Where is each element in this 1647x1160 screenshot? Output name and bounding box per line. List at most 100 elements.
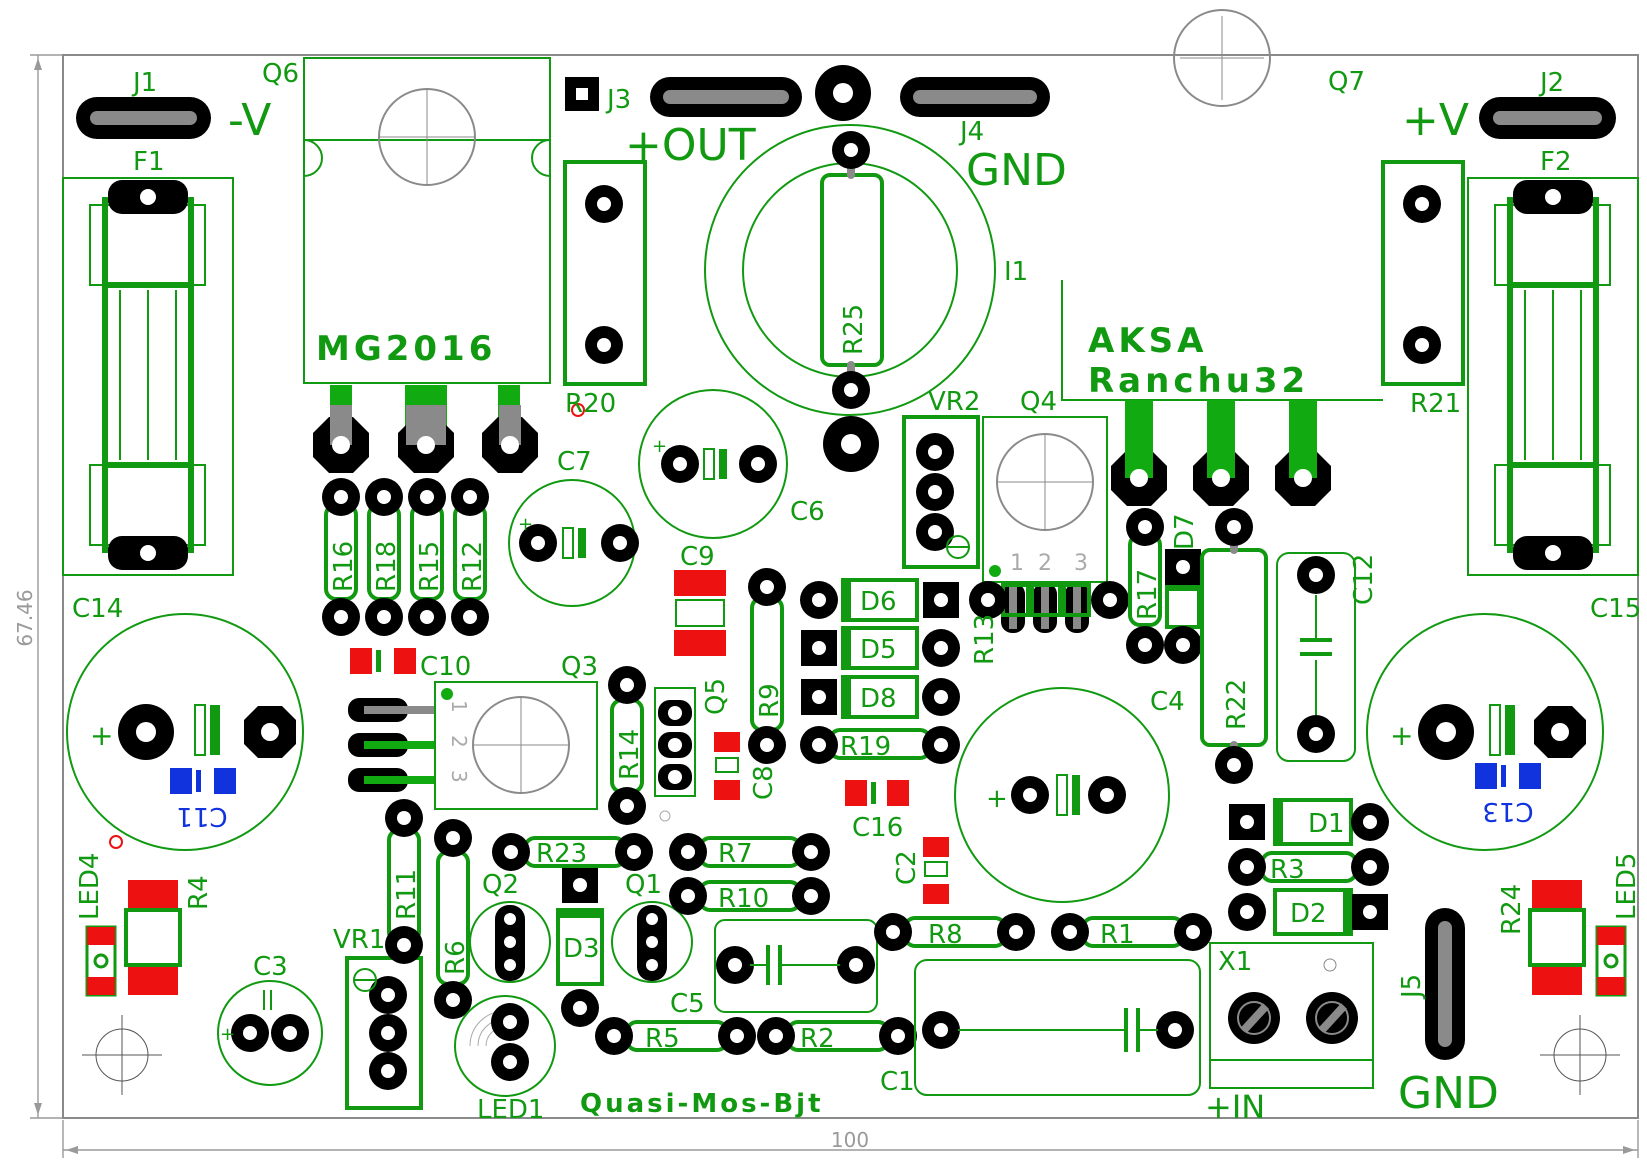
height-dimension-label: 67.46 bbox=[13, 589, 37, 646]
ref-vr2: VR2 bbox=[928, 387, 980, 417]
net-gnd-top: GND bbox=[966, 145, 1067, 196]
ref-r9: R9 bbox=[755, 683, 785, 718]
ref-c12: C12 bbox=[1349, 554, 1379, 605]
ref-j2: J2 bbox=[1538, 68, 1564, 98]
ref-d5: D5 bbox=[860, 635, 897, 665]
ref-c13: C13 bbox=[1482, 796, 1533, 826]
ref-d1: D1 bbox=[1308, 809, 1345, 839]
ref-q2: Q2 bbox=[482, 870, 519, 900]
connector-j1[interactable]: J1 -V bbox=[76, 68, 271, 146]
resistor-r23: R23 bbox=[492, 833, 653, 871]
board-footer: Quasi-Mos-Bjt bbox=[580, 1089, 824, 1119]
capacitor-c15: + C15 bbox=[1366, 594, 1641, 851]
diode-d3: D3 bbox=[556, 867, 604, 1027]
q4-pin-3: 3 bbox=[1074, 551, 1088, 576]
q3-pin-2: 2 bbox=[447, 735, 471, 748]
ref-c6: C6 bbox=[790, 497, 825, 527]
ref-c11: C11 bbox=[176, 801, 227, 831]
ref-q6: Q6 bbox=[262, 59, 299, 89]
resistor-r9: R9 bbox=[748, 568, 786, 764]
diode-d5: D5 bbox=[801, 626, 960, 670]
dimension-width: 100 bbox=[62, 1120, 1639, 1158]
ref-j1: J1 bbox=[131, 68, 157, 98]
ref-j5: J5 bbox=[1397, 974, 1427, 1000]
resistor-r21: R21 bbox=[1381, 160, 1465, 419]
capacitor-c14: + C14 bbox=[66, 594, 304, 851]
q4-pin-1: 1 bbox=[1010, 551, 1024, 576]
capacitor-c4: + C4 bbox=[954, 687, 1185, 903]
trimmer-vr2[interactable]: VR2 bbox=[902, 387, 980, 569]
transistor-q3: 1 2 3 Q3 bbox=[348, 652, 598, 810]
transistor-q2: Q2 bbox=[469, 870, 551, 983]
net-plus-v: +V bbox=[1402, 95, 1469, 146]
transistor-q7: Q7 AKSA Ranchu32 bbox=[1061, 67, 1383, 506]
capacitor-c5: C5 bbox=[670, 919, 878, 1019]
resistor-r15: R15 bbox=[408, 478, 446, 636]
ref-q1: Q1 bbox=[625, 870, 662, 900]
resistor-r3: R3 bbox=[1228, 848, 1389, 886]
ref-r7: R7 bbox=[718, 839, 753, 869]
capacitor-c2: C2 bbox=[892, 837, 949, 904]
ref-r16: R16 bbox=[329, 541, 359, 592]
svg-text:+: + bbox=[986, 784, 1008, 814]
transistor-q6: Q6 MG2016 bbox=[262, 57, 551, 473]
ref-r15: R15 bbox=[415, 541, 445, 592]
connector-j2[interactable]: J2 +V bbox=[1402, 68, 1616, 146]
resistor-r10: R10 bbox=[669, 877, 830, 915]
diode-d6: D7 bbox=[1164, 513, 1202, 664]
ref-r19: R19 bbox=[840, 732, 891, 762]
ref-q3: Q3 bbox=[561, 652, 598, 682]
title-line-1: AKSA bbox=[1088, 321, 1207, 361]
trimmer-vr1[interactable]: VR1 bbox=[333, 925, 423, 1110]
ref-c3: C3 bbox=[253, 952, 288, 982]
ref-d7: D6 bbox=[860, 587, 897, 617]
svg-text:+: + bbox=[1390, 719, 1413, 752]
resistor-r12: R12 bbox=[451, 478, 489, 636]
q6-marking: MG2016 bbox=[316, 329, 496, 369]
ref-c10: C10 bbox=[420, 652, 471, 682]
ref-r13: R13 bbox=[970, 614, 1000, 665]
mounting-hole-top bbox=[1173, 9, 1271, 107]
connector-j4[interactable]: J4 GND bbox=[815, 65, 1067, 196]
mounting-hole-bottom-right bbox=[1540, 1015, 1620, 1095]
ref-r6: R6 bbox=[441, 940, 471, 975]
capacitor-c10: C10 bbox=[350, 648, 471, 682]
ref-r14: R14 bbox=[615, 729, 645, 780]
net-minus-v: -V bbox=[228, 95, 271, 146]
ref-i1: I1 bbox=[1004, 257, 1028, 287]
q3-pin-3: 3 bbox=[447, 770, 471, 783]
net-plus-in: +IN bbox=[1205, 1088, 1265, 1126]
led-led4: LED4 bbox=[75, 853, 117, 997]
resistor-r17: R17 bbox=[1126, 508, 1164, 664]
resistor-r19: R19 bbox=[800, 726, 960, 764]
ref-c9: C9 bbox=[680, 542, 715, 572]
connector-j5[interactable]: J5 GND bbox=[1397, 908, 1499, 1119]
ref-x1: X1 bbox=[1218, 947, 1252, 977]
diode-d1: D1 bbox=[1229, 798, 1389, 846]
net-gnd-bottom: GND bbox=[1398, 1068, 1499, 1119]
ref-r3: R3 bbox=[1270, 855, 1305, 885]
capacitor-c13: C13 bbox=[1475, 763, 1541, 826]
svg-text:+: + bbox=[652, 436, 667, 457]
ref-led4: LED4 bbox=[75, 853, 105, 920]
q3-pin-1: 1 bbox=[447, 700, 471, 713]
diode-d8: D8 bbox=[801, 675, 960, 719]
resistor-r5: R5 bbox=[595, 1017, 756, 1055]
resistor-r7: R7 bbox=[669, 833, 830, 871]
resistor-r4: R4 bbox=[124, 875, 214, 995]
ref-c8: C8 bbox=[749, 765, 779, 800]
terminal-x1[interactable]: X1 +IN bbox=[1205, 942, 1374, 1126]
ref-r12: R12 bbox=[458, 541, 488, 592]
ref-r11: R11 bbox=[392, 869, 422, 920]
ref-c1: C1 bbox=[880, 1067, 915, 1097]
resistor-r11: R11 bbox=[385, 799, 423, 964]
ref-c7: C7 bbox=[557, 447, 592, 477]
ref-r22: R22 bbox=[1222, 679, 1252, 730]
ref-r18: R18 bbox=[372, 541, 402, 592]
ref-c16: C16 bbox=[852, 813, 903, 843]
capacitor-c16: C16 bbox=[845, 780, 909, 843]
resistor-r22: R22 bbox=[1200, 508, 1268, 784]
diode-d7: D6 bbox=[800, 578, 959, 622]
svg-text:+: + bbox=[518, 514, 533, 535]
